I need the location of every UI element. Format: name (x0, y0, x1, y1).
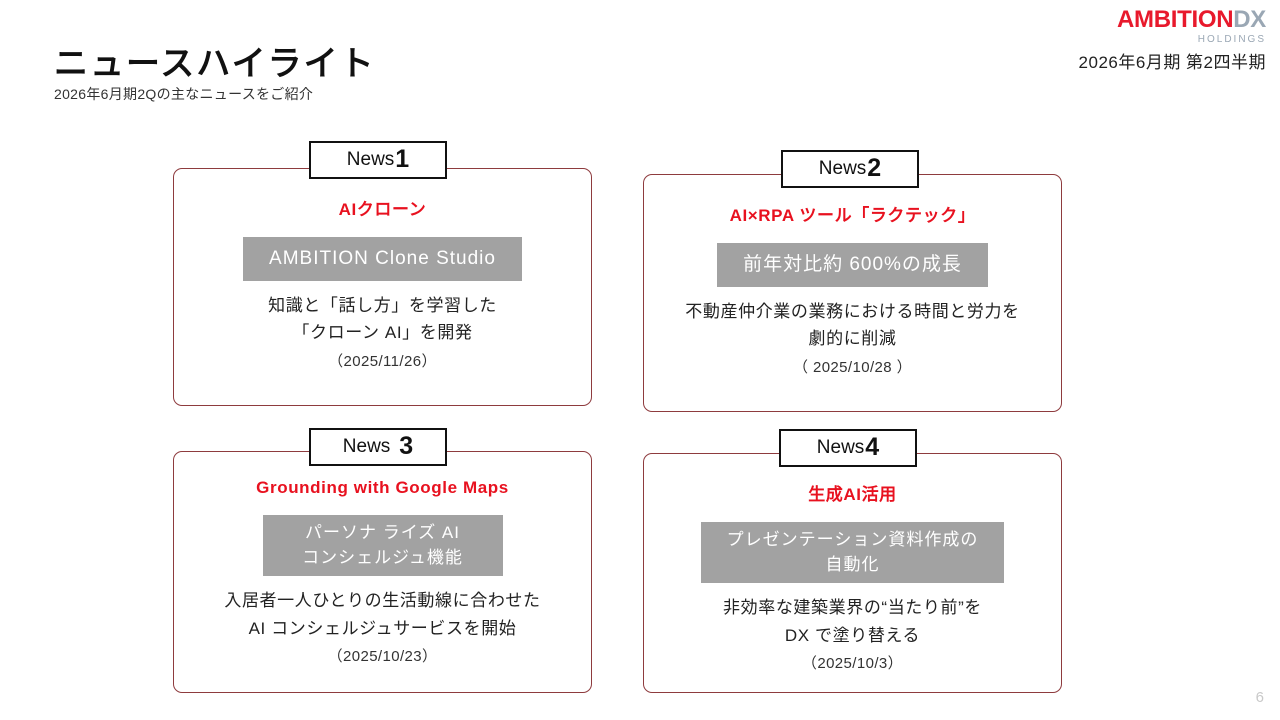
logo-wordmark: AMBITIONDX (1117, 8, 1266, 32)
logo-text-dx: DX (1233, 6, 1266, 33)
news-badge-3: News 3 (309, 428, 447, 466)
news-card-3-body-line-1: 入居者一人ひとりの生活動線に合わせた (224, 591, 541, 611)
news-card-3: Grounding with Google Maps パーソナ ライズ AI コ… (173, 451, 592, 693)
news-card-4-headline: 生成AI活用 (808, 485, 897, 504)
news-card-2-band-line-1: 前年対比約 600%の成長 (743, 254, 962, 275)
news-badge-1: News 1 (309, 141, 447, 179)
news-card-1: AIクローン AMBITION Clone Studio 知識と「話し方」を学習… (173, 168, 592, 406)
news-card-1-body: 知識と「話し方」を学習した 「クローン AI」を開発 (268, 292, 497, 347)
news-card-3-body: 入居者一人ひとりの生活動線に合わせた AI コンシェルジュサービスを開始 (224, 587, 540, 642)
news-card-1-content: AIクローン AMBITION Clone Studio 知識と「話し方」を学習… (174, 195, 591, 371)
news-card-1-body-line-2: 「クローン AI」を開発 (292, 323, 473, 343)
news-badge-3-number: 3 (399, 431, 414, 460)
page-title: ニュースハイライト (54, 45, 376, 83)
news-card-2-headline: AI×RPA ツール「ラクテック」 (729, 206, 976, 225)
news-badge-1-number: 1 (395, 144, 410, 173)
news-card-4-date: （2025/10/3） (801, 655, 904, 673)
news-card-3-band-line-2: コンシェルジュ機能 (302, 547, 463, 567)
news-card-2-content: AI×RPA ツール「ラクテック」 前年対比約 600%の成長 不動産仲介業の業… (644, 201, 1061, 377)
news-card-2: AI×RPA ツール「ラクテック」 前年対比約 600%の成長 不動産仲介業の業… (643, 174, 1062, 412)
news-card-4-content: 生成AI活用 プレゼンテーション資料作成の 自動化 非効率な建築業界の“当たり前… (644, 480, 1061, 673)
news-card-1-band-line-1: AMBITION Clone Studio (269, 248, 496, 269)
news-card-2-body: 不動産仲介業の業務における時間と労力を 劇的に削減 (685, 298, 1019, 353)
news-badge-4: News 4 (779, 429, 917, 467)
news-card-4-body: 非効率な建築業界の“当たり前”を DX で塗り替える (723, 594, 982, 649)
news-card-4: 生成AI活用 プレゼンテーション資料作成の 自動化 非効率な建築業界の“当たり前… (643, 453, 1062, 693)
news-card-2-date: （ 2025/10/28 ） (792, 358, 912, 376)
news-badge-3-word: News (342, 436, 391, 457)
news-badge-2-word: News (818, 158, 867, 179)
news-card-4-body-line-1: 非効率な建築業界の“当たり前”を (723, 598, 982, 618)
quarter-label: 2026年6月期 第2四半期 (1078, 53, 1266, 72)
news-badge-4-word: News (816, 437, 865, 458)
news-card-3-band: パーソナ ライズ AI コンシェルジュ機能 (262, 515, 503, 577)
news-card-2-band: 前年対比約 600%の成長 (717, 243, 988, 287)
news-card-1-body-line-1: 知識と「話し方」を学習した (268, 295, 497, 315)
logo-text-holdings: HOLDINGS (1197, 34, 1266, 45)
news-card-4-body-line-2: DX で塗り替える (784, 625, 921, 645)
news-card-2-body-line-2: 劇的に削減 (808, 329, 897, 349)
news-card-3-band-line-1: パーソナ ライズ AI (305, 523, 460, 542)
news-card-3-headline: Grounding with Google Maps (256, 478, 509, 497)
news-badge-1-word: News (346, 149, 395, 170)
page-subtitle: 2026年6月期2Qの主なニュースをご紹介 (54, 86, 314, 102)
news-card-3-date: （2025/10/23） (327, 648, 438, 666)
news-card-2-body-line-1: 不動産仲介業の業務における時間と労力を (685, 301, 1020, 321)
news-card-4-band-line-2: 自動化 (825, 554, 880, 574)
logo-text-ambition: AMBITION (1116, 6, 1234, 33)
news-badge-2-number: 2 (867, 153, 882, 182)
news-card-3-content: Grounding with Google Maps パーソナ ライズ AI コ… (174, 478, 591, 666)
news-card-4-band: プレゼンテーション資料作成の 自動化 (700, 522, 1005, 584)
news-badge-2: News 2 (781, 150, 919, 188)
news-card-1-date: （2025/11/26） (328, 352, 437, 370)
news-card-1-headline: AIクローン (338, 200, 427, 219)
news-badge-4-number: 4 (865, 432, 880, 461)
news-card-3-body-line-2: AI コンシェルジュサービスを開始 (248, 618, 517, 638)
news-card-4-band-line-1: プレゼンテーション資料作成の (726, 530, 979, 549)
news-card-1-band: AMBITION Clone Studio (243, 237, 522, 281)
page-number: 6 (1255, 689, 1264, 706)
ambition-dx-logo: AMBITIONDX HOLDINGS (1117, 8, 1266, 45)
